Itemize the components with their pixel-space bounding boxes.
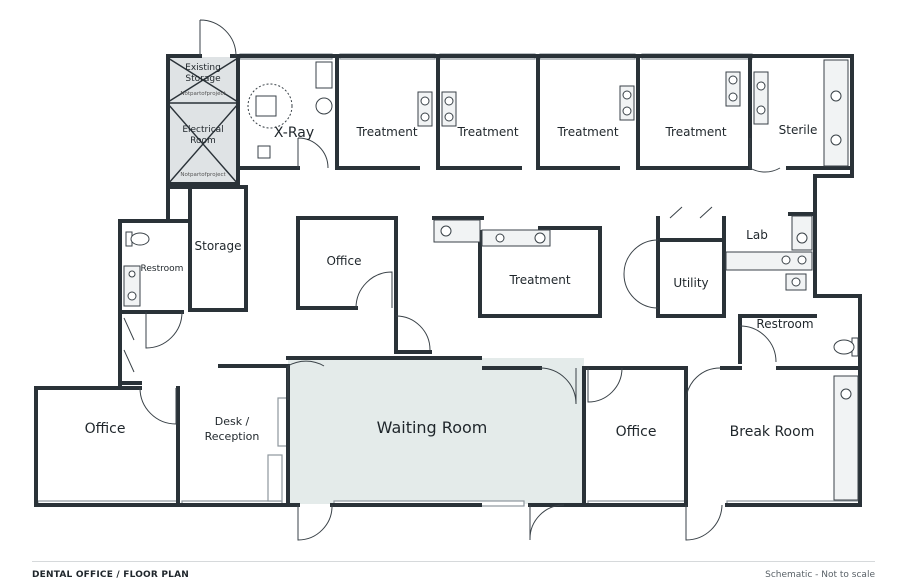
scale-note: Schematic - Not to scale bbox=[765, 570, 875, 580]
label-treatment-3: Treatment bbox=[556, 125, 618, 139]
not-in-project-hatch bbox=[167, 57, 239, 185]
label-reception: Reception bbox=[205, 430, 260, 443]
xray-machine-icon bbox=[247, 61, 333, 159]
label-storage: Storage bbox=[195, 239, 242, 253]
door-swings bbox=[123, 19, 781, 541]
label-xray: X-Ray bbox=[274, 125, 314, 141]
toilet-icons bbox=[125, 231, 859, 357]
label-treatment-1: Treatment bbox=[355, 125, 417, 139]
plan-title: DENTAL OFFICE / FLOOR PLAN bbox=[32, 570, 189, 580]
label-treatment-4: Treatment bbox=[664, 125, 726, 139]
label-desk: Desk / bbox=[215, 415, 250, 428]
label-not-part-2: Notpartofproject bbox=[180, 172, 226, 178]
label-restroom-right: Restroom bbox=[756, 317, 813, 331]
label-office-right: Office bbox=[616, 424, 657, 440]
label-utility: Utility bbox=[673, 276, 708, 290]
label-sterile: Sterile bbox=[779, 123, 818, 137]
label-lab: Lab bbox=[746, 228, 768, 242]
label-treatment-center: Treatment bbox=[508, 273, 570, 287]
label-office-center: Office bbox=[326, 254, 361, 268]
label-not-part-1: Notpartofproject bbox=[180, 91, 226, 97]
label-waiting-room: Waiting Room bbox=[377, 418, 488, 437]
sink-icons bbox=[123, 59, 859, 501]
interior-walls bbox=[34, 54, 862, 507]
label-break-room: Break Room bbox=[730, 424, 815, 440]
label-restroom-left: Restroom bbox=[141, 264, 184, 274]
footer-divider bbox=[32, 561, 875, 562]
label-office-left: Office bbox=[85, 421, 126, 437]
label-treatment-2: Treatment bbox=[456, 125, 518, 139]
waiting-room-fill bbox=[288, 358, 584, 504]
utility-rooms-fill bbox=[168, 57, 238, 184]
